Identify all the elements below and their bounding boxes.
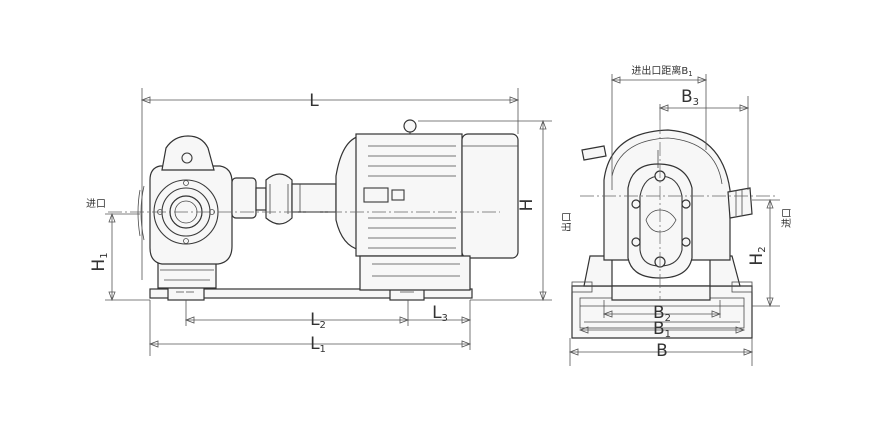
dim-H: H — [517, 199, 537, 212]
motor-terminal-box — [363, 187, 389, 203]
dim-H1: H1 — [89, 252, 110, 271]
dim-B: B — [656, 341, 668, 361]
front-view: 进出口距离B1 B3 H2 出口 进口 B2 B1 B — [560, 64, 793, 366]
dim-B3: B3 — [681, 87, 699, 108]
dim-L2: L2 — [310, 310, 326, 331]
dim-L: L — [309, 91, 319, 111]
side-view: L H H1 进口 L2 L3 L1 — [86, 88, 552, 356]
label-outlet-front: 出口 — [560, 212, 573, 232]
front-outlet-flange — [727, 187, 753, 219]
dim-L1: L1 — [310, 334, 326, 355]
motor-lifting-eye — [403, 119, 417, 133]
motor-cooling-fins — [368, 145, 456, 249]
dim-H2: H2 — [747, 246, 768, 265]
front-valve-left — [581, 145, 607, 161]
coupling — [265, 173, 293, 225]
pump-bracket — [157, 261, 217, 289]
shaft — [291, 183, 337, 213]
label-inlet-front: 进口 — [781, 208, 793, 228]
dim-B1: B1 — [653, 319, 671, 340]
base-rail — [149, 288, 473, 299]
motor-fan-cover — [461, 133, 519, 259]
dim-B2: B2 — [653, 303, 671, 324]
dim-port-distance: 进出口距离B1 — [631, 64, 692, 78]
motor-base — [359, 255, 471, 291]
dim-L3: L3 — [432, 303, 448, 324]
motor-body — [355, 133, 463, 257]
label-inlet-side: 进口 — [86, 198, 106, 210]
